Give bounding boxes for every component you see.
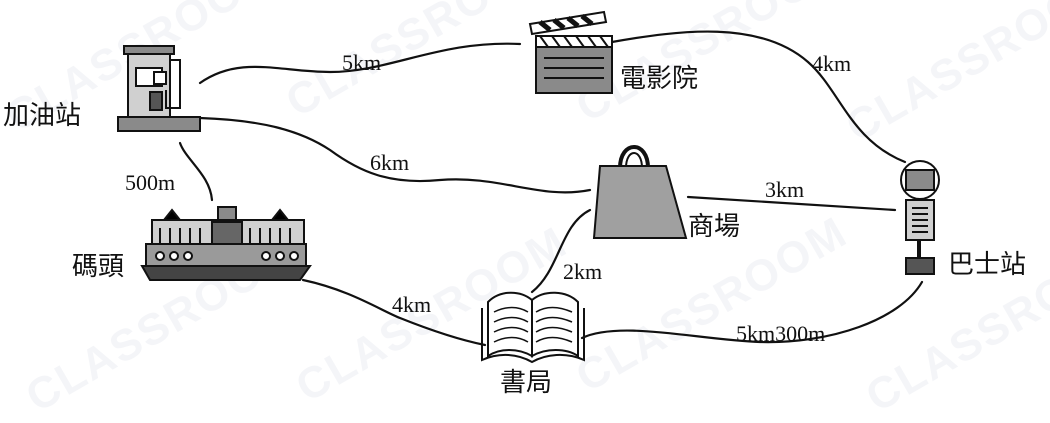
label-gas-station: 加油站	[3, 101, 82, 131]
clapperboard-icon	[528, 10, 613, 94]
distance-pier-bookstore: 4km	[392, 292, 432, 317]
gas-pump-icon	[117, 45, 201, 132]
bus-stop-icon	[900, 160, 940, 275]
label-bookstore: 書局	[500, 368, 553, 398]
label-cinema: 電影院	[620, 64, 699, 94]
ferry-icon	[140, 206, 312, 281]
road-gas-mall	[198, 116, 592, 194]
distance-gas-mall: 6km	[370, 150, 410, 175]
road-gas-pier	[178, 141, 214, 202]
road-mall-bus	[686, 195, 897, 212]
map-graphics	[117, 10, 940, 364]
shopping-bag-icon	[592, 145, 688, 239]
distance-gas-cinema: 5km	[342, 50, 382, 75]
distance-mall-bookstore: 2km	[563, 259, 603, 284]
distance-gas-pier: 500m	[125, 170, 176, 195]
road-gas-cinema	[198, 42, 522, 85]
label-bus-stop: 巴士站	[948, 250, 1027, 280]
label-pier: 碼頭	[72, 252, 125, 282]
road-pier-bookstore	[301, 278, 487, 347]
label-mall: 商場	[688, 212, 741, 242]
distance-bookstore-bus: 5km300m	[736, 321, 826, 346]
road-mall-bookstore	[530, 208, 592, 294]
distance-cinema-bus: 4km	[812, 51, 852, 76]
distance-mall-bus: 3km	[765, 177, 805, 202]
open-book-icon	[481, 291, 585, 364]
road-cinema-bus	[610, 30, 907, 164]
road-bookstore-bus	[580, 280, 924, 344]
